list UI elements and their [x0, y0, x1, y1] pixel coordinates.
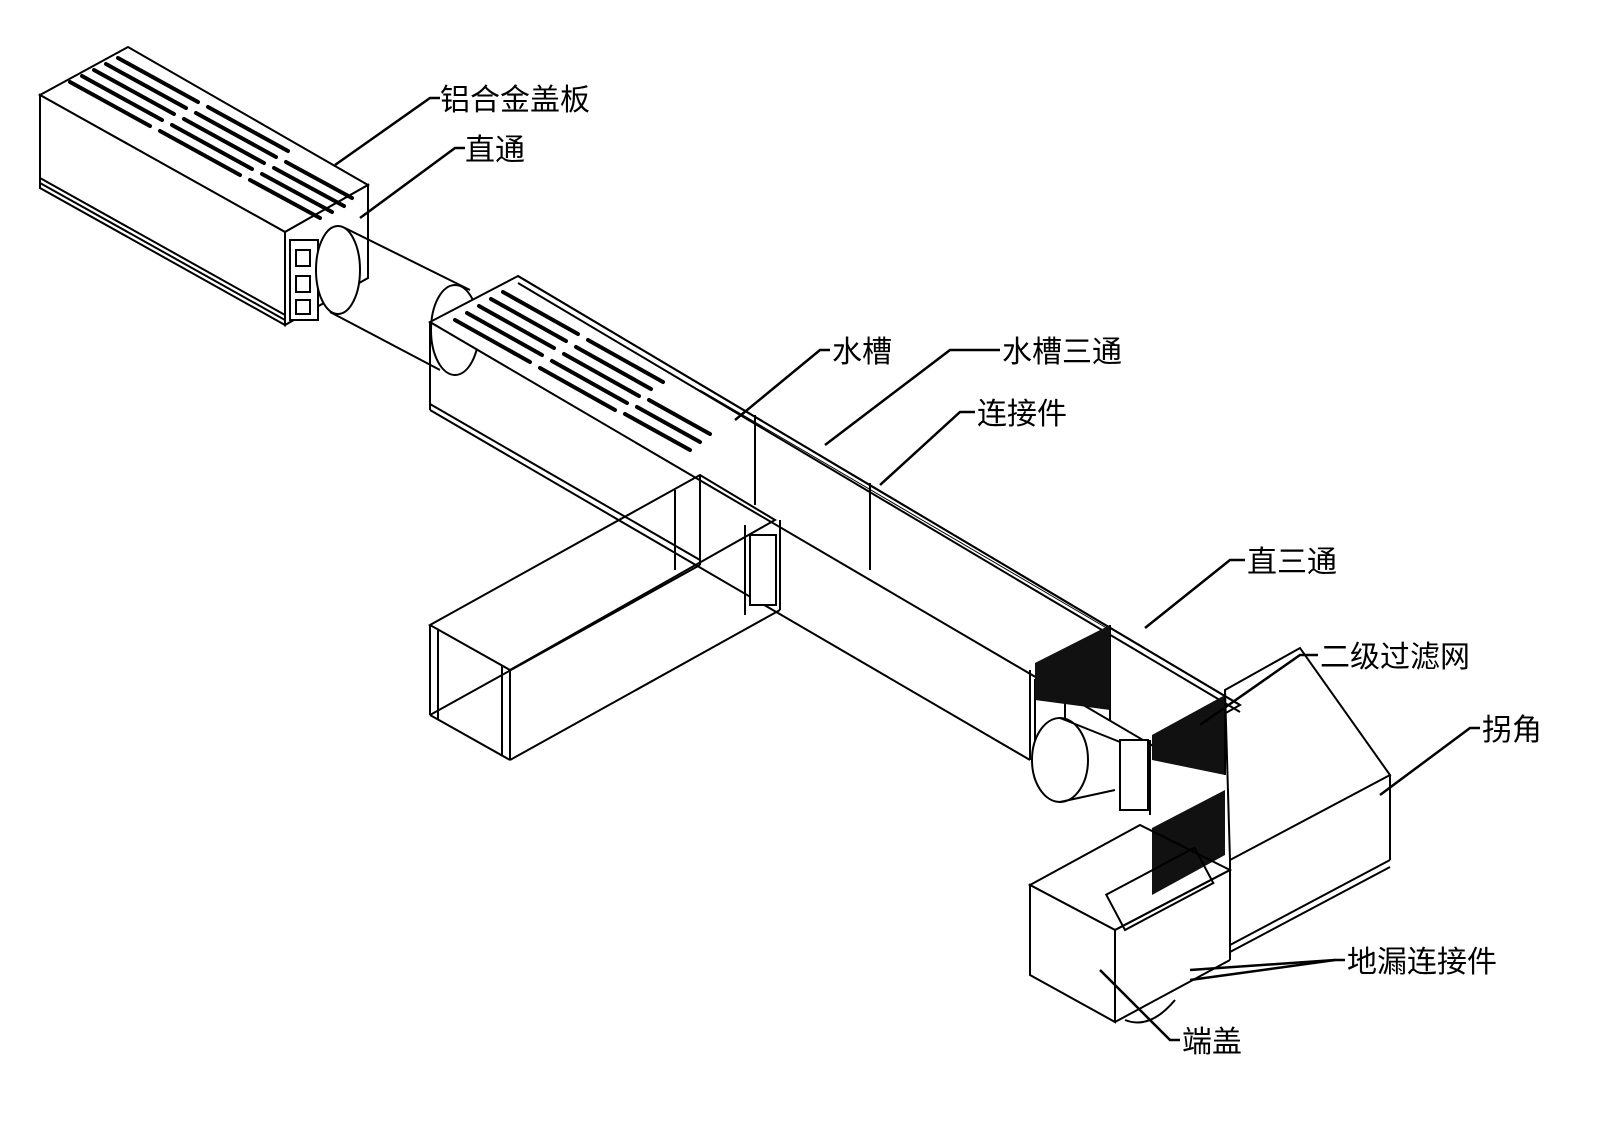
main-cover-slots [453, 290, 712, 452]
end-cap [1027, 823, 1233, 1024]
label-channel: 水槽 [832, 335, 892, 370]
leader-lines [334, 96, 1480, 1042]
leader-straight-tee [1144, 558, 1245, 629]
label-end-cap: 端盖 [1182, 1025, 1242, 1060]
filter-mesh [1035, 625, 1225, 895]
straight-pipe [315, 225, 480, 376]
label-straight-coupler: 直通 [465, 133, 525, 168]
label-channel-tee: 水槽三通 [1002, 335, 1122, 370]
leader-corner [1379, 726, 1480, 797]
label-straight-tee: 直三通 [1247, 545, 1337, 580]
leader-floor-drain-2 [1189, 958, 1336, 972]
tee-branch [427, 473, 781, 761]
leader-connector [879, 410, 975, 486]
leader-straight [359, 146, 465, 220]
label-connector: 连接件 [977, 397, 1067, 432]
leader-end-cap [1099, 969, 1180, 1042]
upper-cover-slots [68, 56, 354, 220]
corner-piece [1223, 646, 1392, 953]
leader-filter [1199, 653, 1318, 727]
label-cover-plate: 铝合金盖板 [440, 83, 590, 118]
label-corner: 拐角 [1482, 713, 1542, 748]
label-floor-drain-connector: 地漏连接件 [1347, 945, 1497, 980]
leader-channel-tee [824, 348, 1000, 446]
leader-channel [734, 348, 830, 421]
leader-cover-plate [334, 96, 440, 167]
label-secondary-filter: 二级过滤网 [1320, 640, 1470, 675]
